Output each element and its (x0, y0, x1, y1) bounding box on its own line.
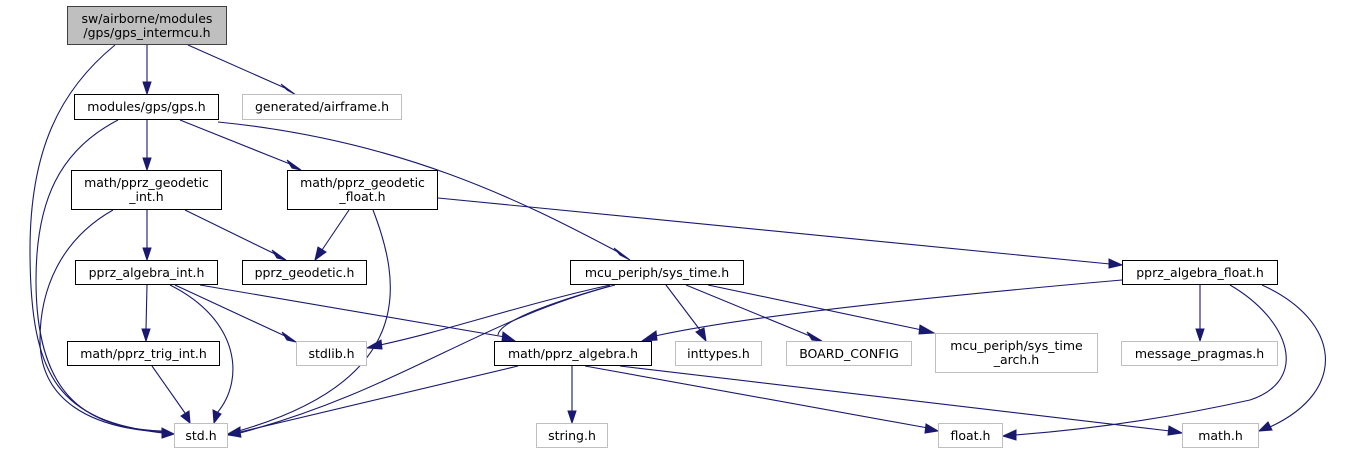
arrowhead (1195, 328, 1205, 343)
arrowhead (1167, 425, 1184, 436)
edge-algebra-float-h (584, 365, 929, 429)
edge-sys-time-board-config (685, 284, 811, 337)
edge-algebra-float-float (1014, 284, 1287, 436)
arrowhead (141, 328, 151, 343)
edge-trig-int-std (151, 365, 186, 414)
edge-gps-geodetic-float (179, 119, 291, 165)
edge-gps-sys-time (217, 121, 619, 253)
node-pprz-algebra-int-h[interactable]: pprz_algebra_int.h (75, 260, 218, 285)
arrowhead (1108, 258, 1124, 269)
node-message-pragmas-h: message_pragmas.h (1121, 341, 1278, 366)
node-root-gps-intermcu[interactable]: sw/airborne/modules /gps/gps_intermcu.h (67, 6, 227, 45)
arrowhead (567, 410, 577, 425)
node-sys-time-arch-h: mcu_periph/sys_time _arch.h (935, 333, 1098, 373)
node-sys-time-h[interactable]: mcu_periph/sys_time.h (570, 260, 744, 285)
node-string-h: string.h (536, 423, 608, 448)
arrowhead (806, 331, 823, 342)
arrowhead (161, 427, 176, 439)
node-pprz-trig-int-h[interactable]: math/pprz_trig_int.h (67, 341, 220, 366)
node-pprz-geodetic-h[interactable]: pprz_geodetic.h (242, 260, 367, 285)
edge-algebra-int-trig-int (145, 284, 148, 330)
edge-algebra-float-math (1261, 284, 1326, 428)
arrowhead (226, 427, 242, 438)
edge-algebra-int-stdlib (174, 284, 286, 337)
edge-geodetic-float-geodetic (321, 209, 350, 251)
arrowhead (286, 159, 302, 171)
arrowhead (924, 423, 940, 434)
edge-geodetic-float-std (234, 209, 391, 433)
edge-algebra-int-std (169, 284, 234, 414)
edge-algebra-math (619, 365, 1171, 432)
node-float-h: float.h (938, 423, 1003, 448)
node-pprz-geodetic-float-h[interactable]: math/pprz_geodetic _float.h (287, 170, 438, 210)
node-std-h: std.h (174, 423, 228, 448)
edge-sys-time-sys-time-arch (707, 284, 923, 331)
edge-algebra-std (239, 365, 519, 433)
arrowhead (142, 247, 152, 262)
edge-algebra-float-algebra (654, 279, 1123, 337)
arrowhead (280, 83, 297, 96)
arrowhead (695, 327, 707, 343)
node-inttypes-h: inttypes.h (675, 341, 762, 366)
edge-sys-time-std (239, 284, 616, 434)
arrowhead (212, 409, 222, 425)
arrowhead (918, 324, 936, 335)
arrowhead (640, 330, 658, 342)
edge-algebra-int-algebra (199, 284, 506, 338)
arrowhead (1001, 429, 1017, 441)
node-pprz-algebra-float-h[interactable]: pprz_algebra_float.h (1122, 260, 1278, 285)
arrowhead (271, 249, 287, 261)
edge-geodetic-int-std (39, 209, 163, 433)
arrowhead (281, 331, 297, 343)
edge-sys-time-inttypes (665, 284, 701, 331)
arrowhead (365, 339, 383, 350)
edge-geodetic-float-algebra-float (437, 197, 1111, 265)
arrowhead (142, 157, 152, 172)
arrowhead (142, 81, 152, 96)
arrowhead (501, 331, 517, 342)
arrowhead (314, 246, 327, 262)
edge-geodetic-int-geodetic (184, 209, 276, 255)
node-gps-h[interactable]: modules/gps/gps.h (74, 94, 219, 120)
arrowhead (1257, 421, 1273, 432)
node-airframe-h: generated/airframe.h (242, 94, 402, 120)
node-pprz-geodetic-int-h[interactable]: math/pprz_geodetic _int.h (71, 170, 222, 210)
arrowhead (613, 247, 631, 261)
node-pprz-algebra-h[interactable]: math/pprz_algebra.h (494, 341, 652, 366)
node-math-h: math.h (1182, 423, 1259, 448)
node-board-config: BOARD_CONFIG (786, 341, 912, 366)
node-stdlib-h: stdlib.h (296, 341, 367, 366)
edge-sys-time-algebra (497, 285, 611, 336)
arrowhead (180, 410, 191, 425)
edge-sys-time-stdlib (379, 284, 611, 346)
edge-gps-std (35, 119, 163, 432)
edge-root-airframe (187, 44, 286, 89)
